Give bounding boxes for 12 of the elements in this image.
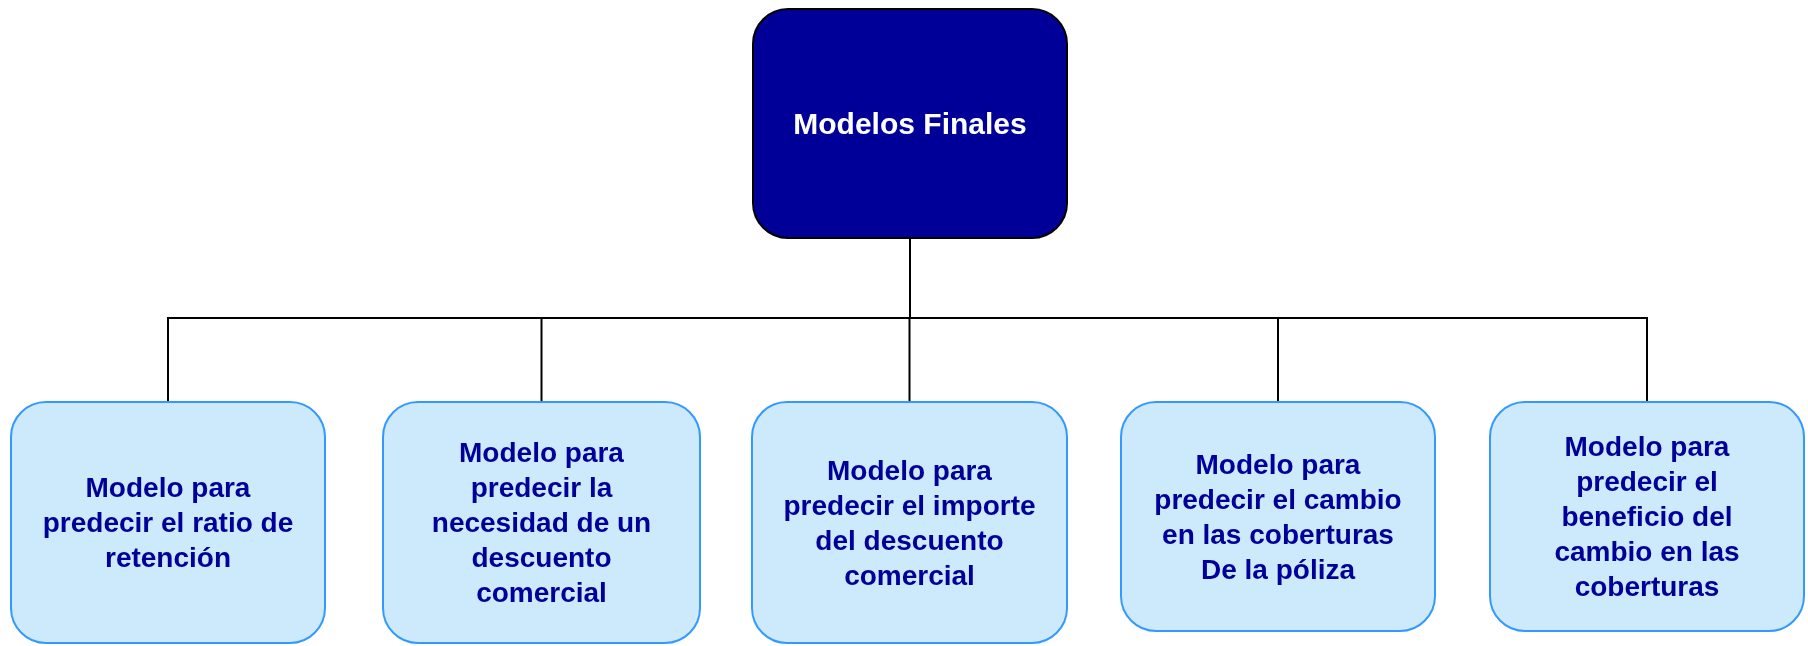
model-box [751, 401, 1068, 644]
root-box [752, 8, 1068, 239]
box-text: Modelos Finales [793, 105, 1027, 142]
box-text: Modelo para predecir el cambio en las coberturas De la póliza [1153, 447, 1403, 587]
model-box [382, 401, 701, 644]
model-box [10, 401, 326, 644]
model-box [1120, 401, 1436, 632]
model-box [1489, 401, 1805, 632]
box-text: Modelo para predecir el importe del descuento comercial [782, 453, 1037, 593]
box-text: Modelo para predecir el ratio de retención [41, 471, 295, 575]
box-text: Modelo para predecir el beneficio del cambio en las coberturas [1553, 430, 1741, 604]
box-text: Modelo para predecir la necesidad de un descuento comercial [430, 436, 653, 610]
